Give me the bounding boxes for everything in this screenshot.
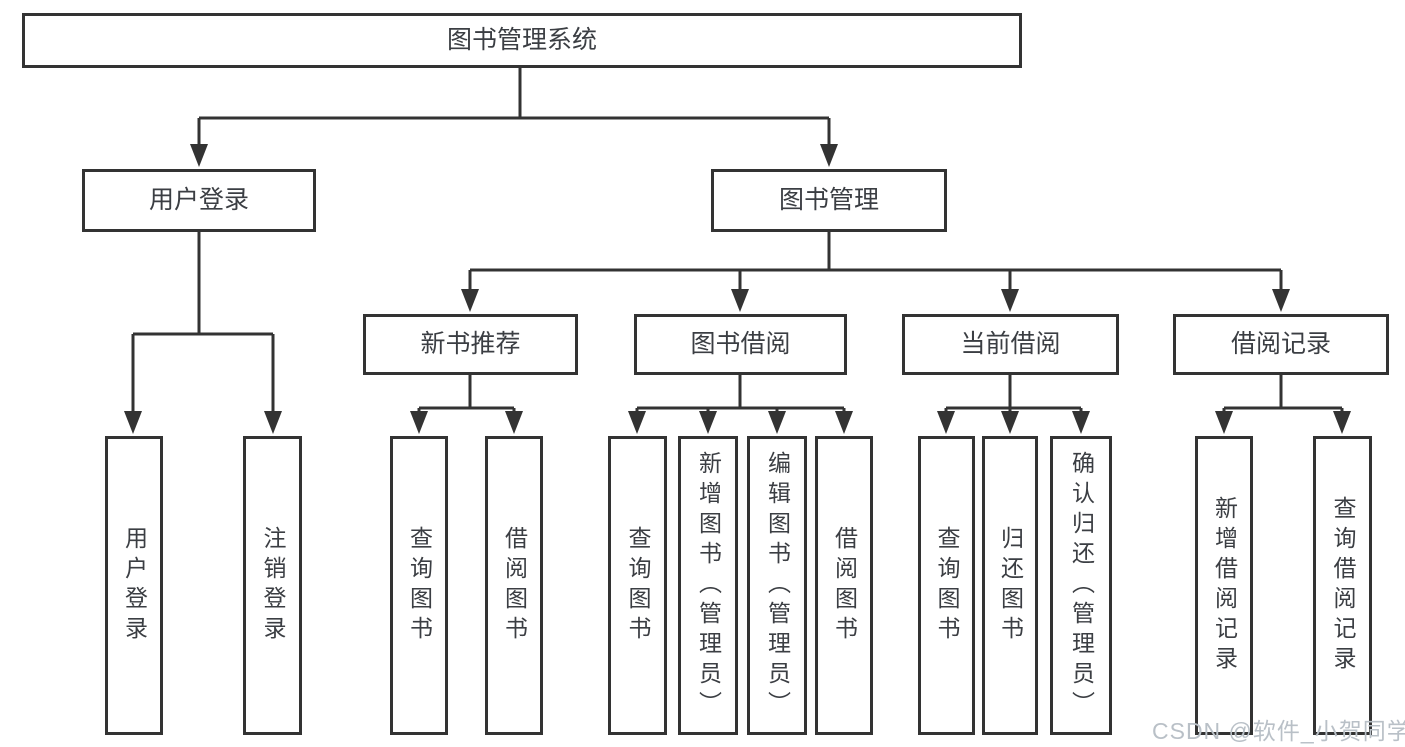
- leaf-add-books-admin: 新增图书（管理员）: [678, 436, 738, 735]
- leaf-query-books-borrow: 查询图书: [608, 436, 667, 735]
- node-book-borrowing: 图书借阅: [634, 314, 847, 375]
- leaf-user-login: 用户登录: [105, 436, 163, 735]
- node-root-library-management-system: 图书管理系统: [22, 13, 1022, 68]
- node-current-borrowing: 当前借阅: [902, 314, 1119, 375]
- leaf-borrow-books-recommend: 借阅图书: [485, 436, 543, 735]
- node-new-book-recommendation: 新书推荐: [363, 314, 578, 375]
- leaf-query-borrow-record: 查询借阅记录: [1313, 436, 1372, 735]
- leaf-return-books: 归还图书: [982, 436, 1038, 735]
- leaf-confirm-return-admin: 确认归还（管理员）: [1050, 436, 1112, 735]
- leaf-edit-books-admin: 编辑图书（管理员）: [747, 436, 807, 735]
- leaf-logout: 注销登录: [243, 436, 302, 735]
- node-borrowing-records: 借阅记录: [1173, 314, 1389, 375]
- leaf-query-books-recommend: 查询图书: [390, 436, 448, 735]
- node-user-login: 用户登录: [82, 169, 316, 232]
- leaf-add-borrow-record: 新增借阅记录: [1195, 436, 1253, 735]
- leaf-query-books-current: 查询图书: [918, 436, 975, 735]
- node-book-management: 图书管理: [711, 169, 947, 232]
- leaf-borrow-books: 借阅图书: [815, 436, 873, 735]
- csdn-watermark: CSDN @软件_小贺同学: [1152, 718, 1405, 744]
